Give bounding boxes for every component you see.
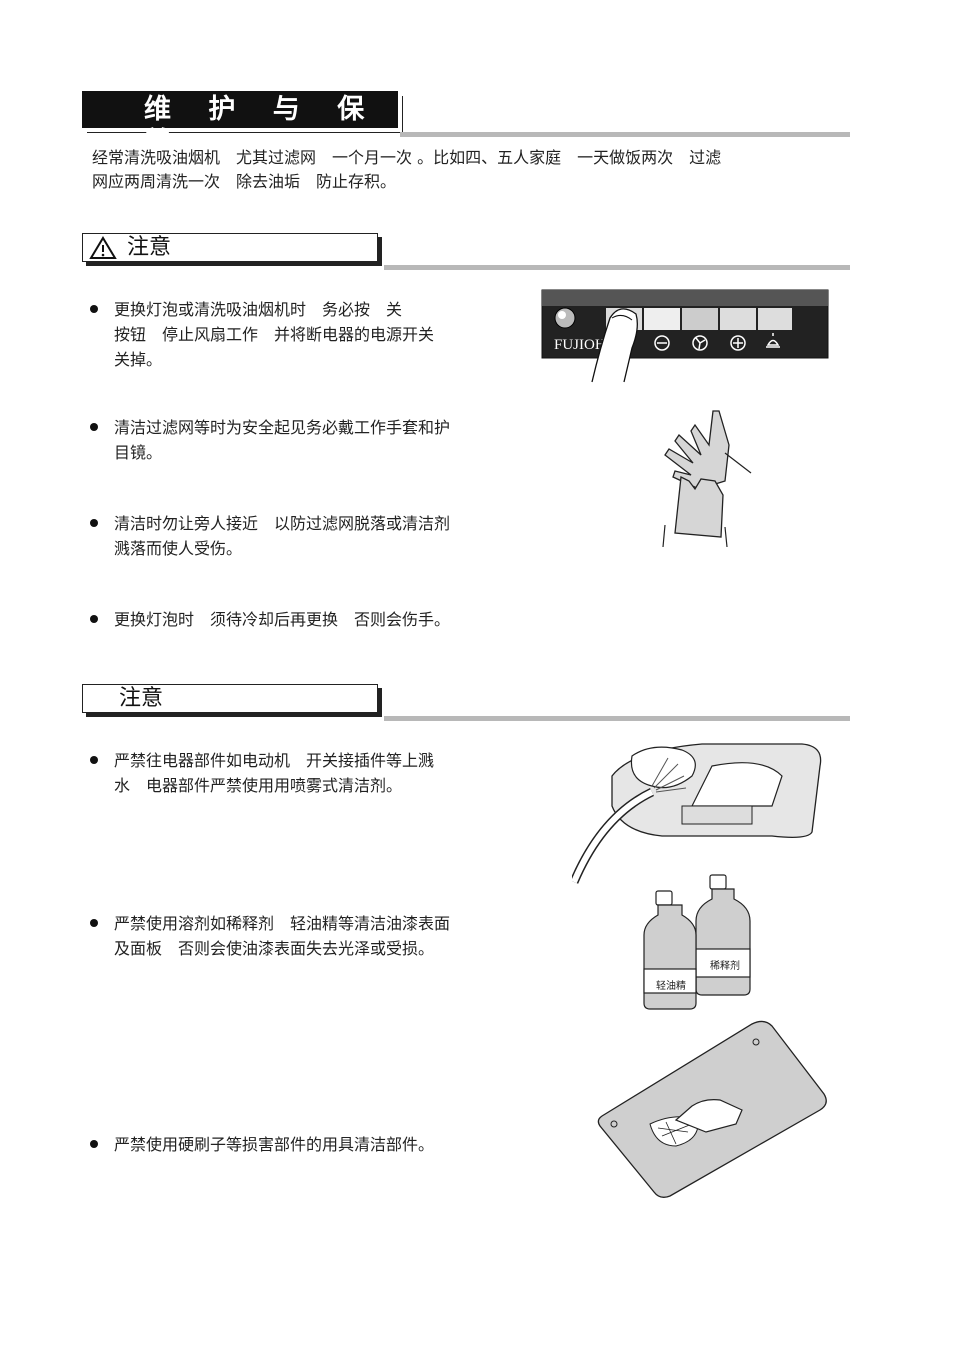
- intro-line-1: 经常清洗吸油烟机 尤其过滤网 一个月一次 。比如四、五人家庭 一天做饭两次 过滤: [92, 148, 722, 167]
- control-panel-illustration: FUJIOH: [541, 289, 829, 383]
- title-rule: [400, 132, 850, 137]
- item-line: 更换灯泡或清洗吸油烟机时 务必按 关: [114, 300, 403, 319]
- page-title: 维 护 与 保 养: [144, 94, 379, 158]
- fan-icon: [692, 335, 708, 351]
- notice-box-1: 注意: [82, 233, 378, 262]
- item-line: 水 电器部件严禁使用用喷雾式清洁剂。: [114, 776, 403, 795]
- intro-line-2: 网应两周清洗一次 除去油垢 防止存积。: [92, 172, 397, 191]
- bullet-dot: [90, 919, 98, 927]
- notice-box-2: 注意: [82, 684, 378, 713]
- item-line: 清洁过滤网等时为安全起见务必戴工作手套和护: [114, 418, 451, 437]
- brush-panel-illustration: [597, 1020, 827, 1198]
- gloves-illustration: [662, 410, 752, 548]
- list-item: 清洁过滤网等时为安全起见务必戴工作手套和护 目镜。: [90, 415, 530, 470]
- bullet-dot: [90, 305, 98, 313]
- item-line: 清洁时勿让旁人接近 以防过滤网脱落或清洁剂: [114, 514, 451, 533]
- notice-rule-1: [384, 265, 850, 270]
- bullet-dot: [90, 1140, 98, 1148]
- list-item: 严禁往电器部件如电动机 开关接插件等上溅 水 电器部件严禁使用用喷雾式清洁剂。: [90, 748, 530, 803]
- item-line: 严禁使用硬刷子等损害部件的用具清洁部件。: [114, 1135, 435, 1154]
- list-item: 更换灯泡或清洗吸油烟机时 务必按 关 按钮 停止风扇工作 并将断电器的电源开关 …: [90, 297, 530, 377]
- warning-triangle-icon: [89, 236, 117, 259]
- list-item: 严禁使用溶剂如稀释剂 轻油精等清洁油漆表面 及面板 否则会使油漆表面失去光泽或受…: [90, 911, 530, 966]
- item-line: 及面板 否则会使油漆表面失去光泽或受损。: [114, 939, 435, 958]
- water-spray-illustration: [572, 743, 822, 884]
- fan-plus-icon: [730, 335, 746, 351]
- item-line: 按钮 停止风扇工作 并将断电器的电源开关: [114, 325, 435, 344]
- lamp-icon: [766, 333, 780, 348]
- light-button-icon: [554, 307, 576, 329]
- bullet-dot: [90, 756, 98, 764]
- item-line: 关掉。: [114, 350, 163, 369]
- item-line: 严禁使用溶剂如稀释剂 轻油精等清洁油漆表面: [114, 914, 451, 933]
- list-item: 严禁使用硬刷子等损害部件的用具清洁部件。: [90, 1132, 530, 1162]
- list-item: 更换灯泡时 须待冷却后再更换 否则会伤手。: [90, 607, 530, 637]
- item-line: 更换灯泡时 须待冷却后再更换 否则会伤手。: [114, 610, 451, 629]
- item-line: 严禁往电器部件如电动机 开关接插件等上溅: [114, 751, 435, 770]
- bottle-label-left: 轻油精: [656, 979, 686, 992]
- notice-rule-2: [384, 716, 850, 721]
- list-item: 清洁时勿让旁人接近 以防过滤网脱落或清洁剂 溅落而使人受伤。: [90, 511, 530, 566]
- bottle-label-right: 稀释剂: [710, 959, 740, 972]
- brand-label: FUJIOH: [554, 337, 606, 353]
- item-line: 目镜。: [114, 443, 163, 462]
- solvent-bottles-illustration: 稀释剂 轻油精: [643, 874, 751, 1010]
- notice-heading-2: 注意: [119, 686, 164, 711]
- page-title-box: 维 护 与 保 养: [82, 91, 398, 158]
- bullet-dot: [90, 423, 98, 431]
- bullet-dot: [90, 615, 98, 623]
- item-line: 溅落而使人受伤。: [114, 539, 243, 558]
- bullet-dot: [90, 519, 98, 527]
- notice-heading-1: 注意: [127, 235, 172, 260]
- fan-minus-icon: [654, 335, 670, 351]
